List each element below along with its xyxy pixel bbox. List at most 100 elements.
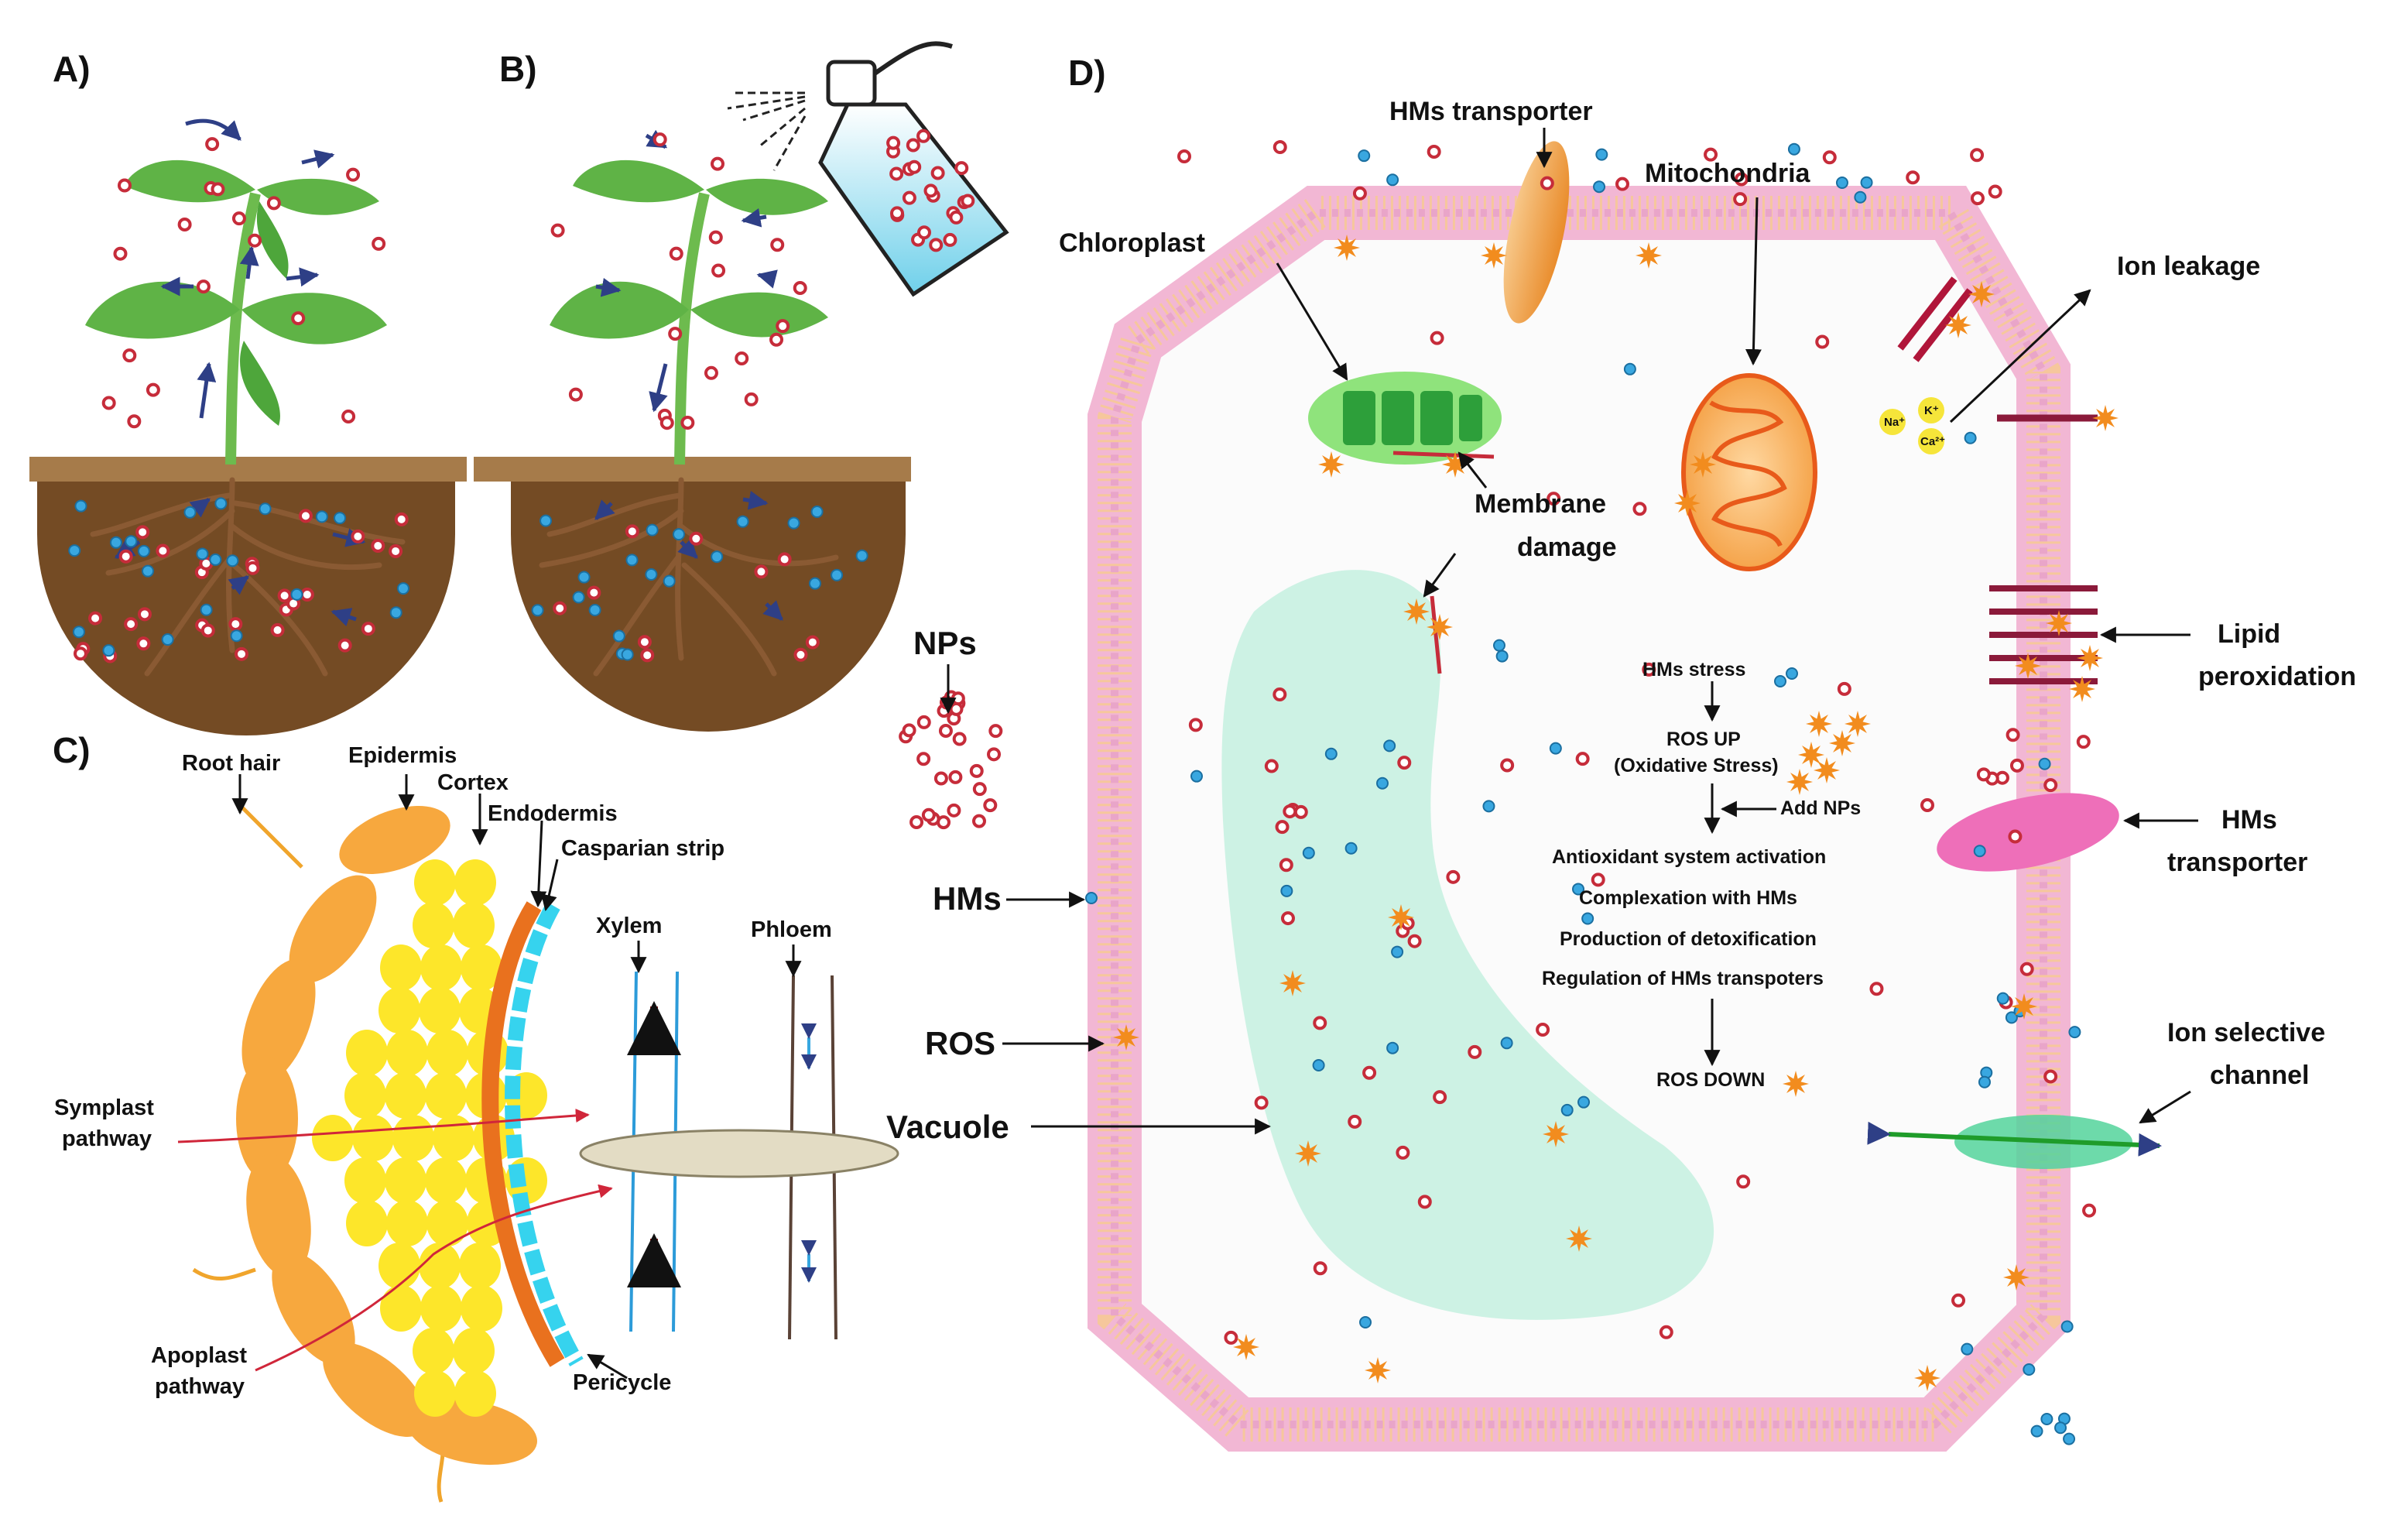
hm-particle [1085,892,1098,904]
np-particle [1427,144,1441,159]
cortex-cell [419,987,461,1034]
pot-rim [474,457,911,482]
hm-particle [2068,1026,2081,1039]
hm-particle [74,499,87,513]
hm-particle [1961,1342,1974,1356]
cortex-cell [378,1243,420,1289]
np-particle [1575,752,1590,766]
ros-burst [1914,1365,1940,1391]
ros-burst [2003,1264,2030,1291]
np-particle [1352,186,1367,201]
label-ion-channel-2: channel [2210,1061,2309,1090]
hm-particle [226,554,239,567]
np-particle [389,543,403,558]
ros-burst [1829,730,1855,756]
hm-particle [1280,884,1293,897]
cortex-cell [380,1285,422,1332]
label-membrane-damage: Membrane [1475,489,1606,519]
np-particle [1976,767,1991,782]
epidermis-cells [236,806,537,1466]
hm-particle [2030,1424,2043,1438]
hm-particle [389,606,402,619]
ros-burst [1945,312,1971,338]
ros-burst [2011,993,2037,1020]
np-particle [969,763,984,778]
hm-particle [1835,177,1848,190]
hm-particle [1786,667,1798,680]
np-particle [113,246,128,261]
cortex-cell [420,944,462,991]
hm-particle [1386,173,1399,187]
np-particle [933,771,948,786]
np-particle [1313,1261,1327,1276]
ros-burst [1481,242,1507,269]
np-particle [73,646,87,661]
np-particle [793,647,808,662]
np-particle [1659,1325,1673,1339]
ros-burst [1543,1121,1569,1147]
flow-ros-down: ROS DOWN [1656,1069,1765,1091]
leaf [256,201,289,279]
np-particle [1293,804,1308,819]
label-pericycle: Pericycle [573,1370,671,1395]
np-particle [2009,758,2024,773]
ros-burst [1403,598,1430,625]
label-xylem: Xylem [596,914,662,938]
hm-particle [531,604,544,617]
np-particle [1642,662,1656,677]
np-particle [744,392,759,406]
np-particle [1224,1330,1238,1345]
stem-and-leaves [85,159,387,465]
panel-c-root-section [177,804,899,1503]
cortex-cell [312,1115,354,1161]
ros-burst [2046,610,2072,636]
cortex-cell [454,859,496,906]
np-particle [659,416,674,430]
np-particle [1188,718,1203,732]
hm-particle [2005,1011,2018,1024]
hm-particle [1495,650,1509,663]
np-particle [2076,735,2091,749]
hm-particle [612,629,625,643]
pot-soil [511,480,906,732]
cortex-cell [385,1072,426,1119]
lipid-peroxidation-band [1989,585,2098,684]
np-particle [2006,728,2020,742]
cortex-cell [386,1200,428,1246]
cortex-cell [380,944,422,991]
np-particle [1500,758,1515,773]
np-particle [1733,192,1748,207]
np-particle [625,524,639,539]
np-particle [805,635,820,650]
hm-particle [588,603,601,616]
cortex-cell [454,1370,496,1417]
hm-particle [577,571,591,584]
hm-particle [711,550,724,564]
ros-burst [1786,769,1813,795]
label-hms-transporter-top: HMs transporter [1389,97,1593,126]
hm-particle [1383,739,1396,753]
np-particle [983,798,998,813]
hm-particle [787,516,800,530]
flow-step-4: Regulation of HMs transpoters [1542,968,1824,989]
np-particle [793,280,807,295]
np-particle [754,564,769,579]
np-particle [669,246,683,261]
ros-burst [1334,235,1360,261]
flow-add-nps: Add NPs [1780,797,1861,819]
labels: A) B) C) D) Root hair Epidermis Cortex E… [53,49,2356,1399]
np-particle [277,588,292,603]
np-particle [1615,177,1629,191]
hm-particle [1324,747,1338,760]
np-particle [640,648,655,663]
np-particle [1430,331,1444,345]
cortex-cell [413,902,454,948]
np-particle [1632,502,1647,516]
cortex-cell [419,1243,461,1289]
np-particle [146,382,160,397]
ros-burst [1233,1334,1259,1360]
leaf [257,178,379,215]
hm-particle [68,544,81,557]
hm-particle [2063,1432,2076,1445]
